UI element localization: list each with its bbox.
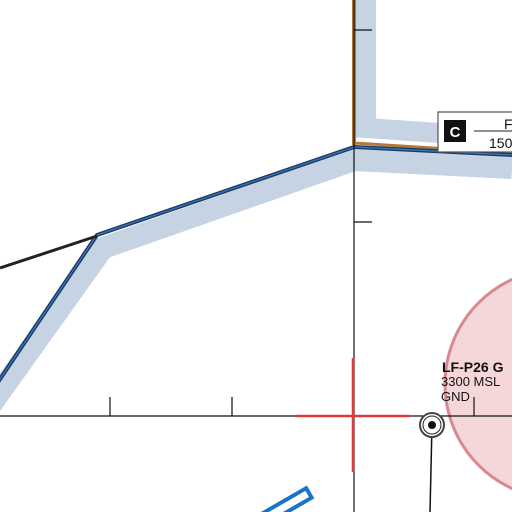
vor-point-icon[interactable] [419,412,445,512]
airspace-boundary-line-inner [0,146,512,381]
airspace-boundary-shade [0,148,512,411]
airspace-lower-limit: 150 [489,135,512,151]
restricted-zone-upper-limit: 3300 MSL [441,374,500,389]
restricted-zone-name: LF-P26 G [442,359,504,375]
crosshair-icon[interactable] [296,358,410,472]
airspace-label-box[interactable]: C F 150 [437,111,512,153]
restricted-zone-lower-limit: GND [441,389,470,404]
obstacle-rect-icon[interactable] [260,485,315,512]
class-letter: C [450,124,461,141]
airspace-name: F [504,116,512,132]
restricted-zone-circle[interactable] [443,269,512,499]
class-badge [444,120,466,142]
route-line [0,234,98,270]
